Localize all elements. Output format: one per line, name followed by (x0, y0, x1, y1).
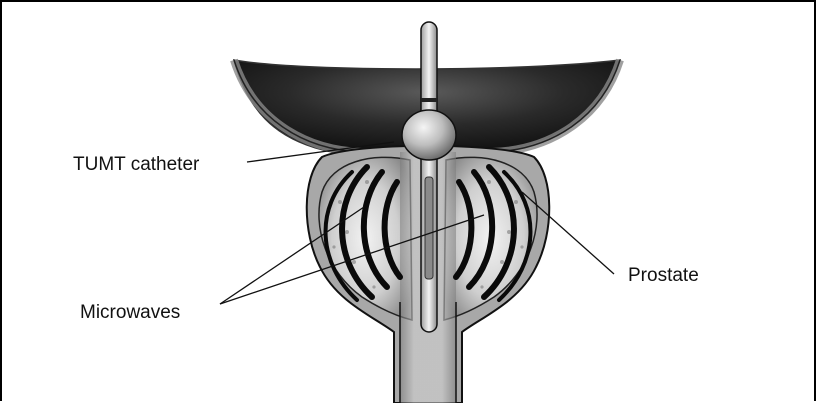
microwaves-label: Microwaves (80, 302, 180, 323)
catheter-balloon (402, 110, 456, 160)
catheter-label: TUMT catheter (73, 154, 200, 175)
tumt-catheter (421, 22, 437, 332)
prostate-label: Prostate (628, 265, 699, 286)
